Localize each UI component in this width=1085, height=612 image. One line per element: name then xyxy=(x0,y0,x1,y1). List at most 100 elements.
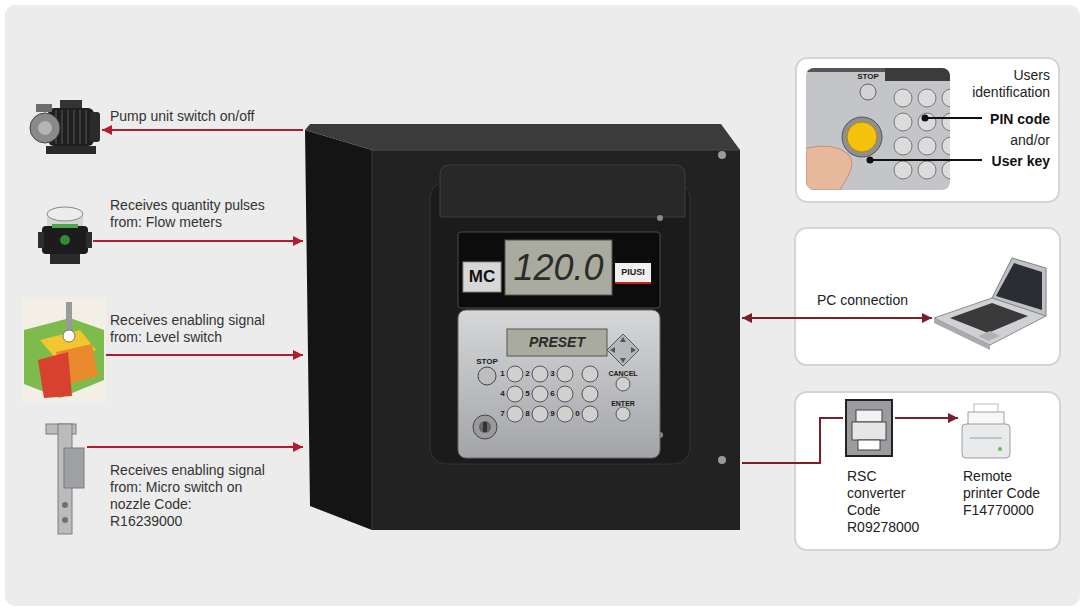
rsc-converter-icon xyxy=(846,400,892,456)
mc-box-drawing-part xyxy=(616,407,630,421)
node-text: PC connection xyxy=(817,292,908,309)
mc-box-drawing-part xyxy=(507,406,523,422)
user-key-photo-part-part xyxy=(894,161,912,179)
user-key-photo-part-part xyxy=(885,68,950,81)
key-number: 5 xyxy=(506,389,550,399)
node-text: PIN code xyxy=(990,111,1050,128)
key-number: 7 xyxy=(481,409,525,419)
mc-box-drawing-part xyxy=(532,406,548,422)
signal-arrow xyxy=(93,240,303,242)
key-number: 3 xyxy=(531,369,575,379)
pump-icon-part xyxy=(30,113,60,143)
mc-box-drawing-part xyxy=(430,182,690,464)
node-text: 120.0 xyxy=(505,240,612,295)
background-part xyxy=(5,5,1080,606)
pump-icon-part xyxy=(73,110,75,144)
pump-icon-part xyxy=(46,146,96,154)
remote-printer-icon-part xyxy=(998,447,1002,451)
user-key-photo-part-part xyxy=(847,122,877,152)
mc-box-drawing-part xyxy=(458,310,660,458)
mc-box-drawing-part xyxy=(505,240,612,295)
button-label: STOP xyxy=(846,72,890,82)
mc-box-drawing-part xyxy=(582,386,598,402)
mc-box-drawing-part xyxy=(305,124,740,150)
pump-icon-part xyxy=(90,112,100,142)
rsc-converter-icon-part xyxy=(846,400,892,456)
flow-meter-icon xyxy=(38,207,92,264)
mc-box-drawing-part xyxy=(607,334,639,366)
level-switch-icon-part xyxy=(63,330,75,342)
mc-box-drawing-part xyxy=(718,151,726,159)
mc-box-drawing-part xyxy=(463,262,501,292)
mc-box-drawing-part xyxy=(305,130,372,530)
mc-box-drawing-part xyxy=(620,337,626,342)
mc-box-drawing-part xyxy=(616,377,630,391)
level-switch-icon-part xyxy=(24,318,104,398)
level-switch-item: Receives enabling signal from: Level swi… xyxy=(22,298,106,402)
level-switch-icon-part xyxy=(38,352,72,398)
node-text: Receives quantity pulses from: Flow mete… xyxy=(110,197,295,231)
node-text: Remote printer Code F14770000 xyxy=(963,468,1041,519)
node-text: Users identification xyxy=(950,67,1050,101)
mc-box-drawing-part xyxy=(483,422,487,432)
remote-printer-icon-part xyxy=(970,438,1002,439)
signal-arrow xyxy=(87,446,303,448)
mc-box-drawing-part xyxy=(478,367,496,385)
rsc-converter-icon-part xyxy=(852,422,886,440)
pump-icon-part xyxy=(36,104,52,112)
nozzle-micro-switch-icon-part xyxy=(62,502,68,508)
pump-icon xyxy=(30,100,100,154)
user-key-photo-part xyxy=(867,157,874,164)
user-key-photo-part-part xyxy=(918,161,936,179)
mc-box-drawing-part xyxy=(532,386,548,402)
laptop-icon-part xyxy=(934,298,1046,345)
mc-box-drawing-part xyxy=(507,386,523,402)
button-label: ENTER xyxy=(601,399,645,408)
signal-arrow xyxy=(742,317,932,319)
nozzle-micro-switch-icon-part xyxy=(62,517,68,523)
mc-box-drawing-part xyxy=(718,456,726,464)
user-key-photo xyxy=(806,68,982,190)
mc-box-drawing-part xyxy=(532,366,548,382)
node-text: PIUSI xyxy=(615,263,651,282)
mc-box-drawing xyxy=(305,124,740,530)
pc-laptop: PC connection xyxy=(932,255,1047,355)
user-key-photo-part-part xyxy=(806,68,885,72)
mc-box-drawing-part xyxy=(582,406,598,422)
user-key-photo-part-part xyxy=(860,84,876,100)
key-number: 1 xyxy=(481,369,525,379)
mc-box-drawing-part xyxy=(615,282,651,284)
mc-box-drawing-part xyxy=(615,263,651,282)
nozzle-switch-item: Receives enabling signal from: Micro swi… xyxy=(42,420,87,538)
mc-box-drawing-part xyxy=(582,366,598,382)
laptop-icon-part xyxy=(978,331,1000,341)
key-number: 0 xyxy=(556,409,600,419)
signal-arrow xyxy=(106,354,303,356)
user-key-photo-part-part xyxy=(894,137,912,155)
user-key-photo-part xyxy=(870,159,982,161)
user-key-photo-part-part xyxy=(894,89,912,107)
nozzle-micro-switch-icon xyxy=(46,424,84,534)
remote-printer-icon-part xyxy=(962,424,1010,458)
node-text: RSC converter Code R09278000 xyxy=(847,468,925,536)
flow-meter-icon-part xyxy=(86,232,92,248)
mc-box-drawing-part xyxy=(657,215,663,221)
user-key-photo-part-part xyxy=(942,89,950,107)
laptop-icon xyxy=(934,258,1046,350)
node-text: Receives enabling signal from: Micro swi… xyxy=(110,462,265,530)
user-key-photo-part xyxy=(806,68,950,190)
mc-box-drawing-part xyxy=(557,386,573,402)
remote-printer: Remote printer Code F14770000 xyxy=(958,406,1014,464)
flow-meter-icon-part xyxy=(50,254,80,264)
user-key-photo-part-part xyxy=(918,113,936,131)
pump-icon-part xyxy=(61,110,63,144)
panels xyxy=(795,57,1060,550)
key-number: 8 xyxy=(506,409,550,419)
rsc-converter-icon-part xyxy=(856,410,882,422)
mc-box-drawing-part xyxy=(620,358,626,363)
node-text: Receives enabling signal from: Level swi… xyxy=(110,312,290,346)
node-text: MC xyxy=(463,262,501,292)
signal-arrow xyxy=(102,129,303,131)
node-text: and/or xyxy=(1010,132,1050,149)
